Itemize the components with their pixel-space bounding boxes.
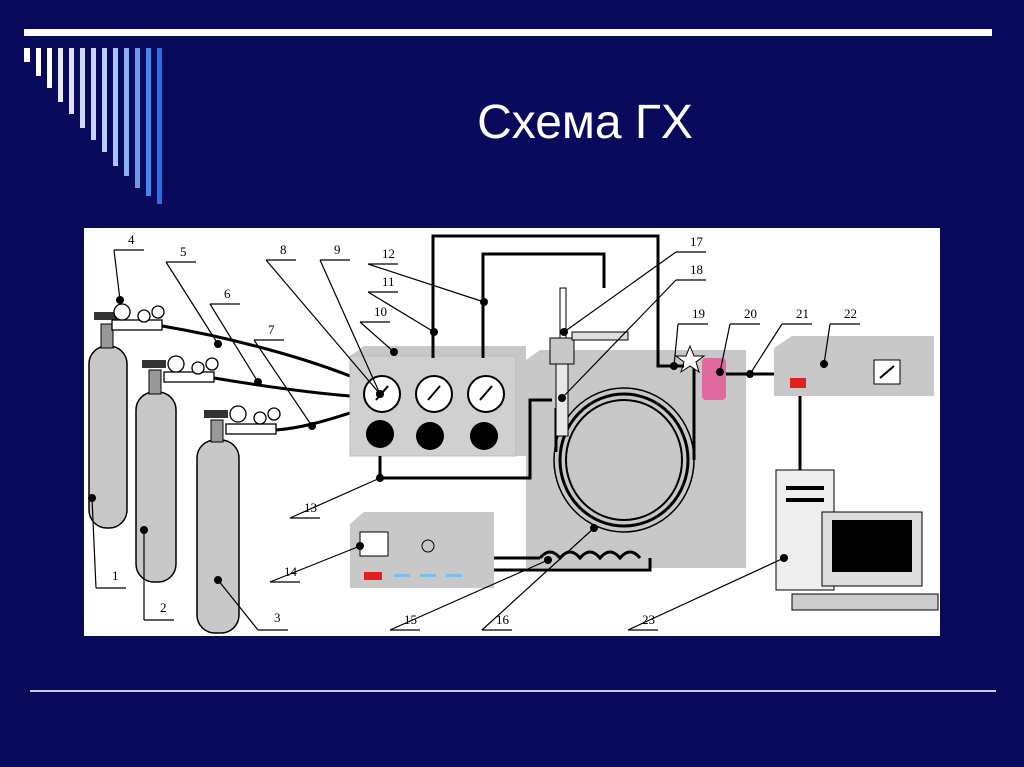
callout-13: 13	[289, 474, 384, 519]
callout-label-2: 2	[160, 600, 167, 615]
callout-11: 11	[367, 274, 438, 336]
callout-22: 22	[820, 306, 860, 368]
callout-9: 9	[319, 242, 384, 398]
callout-label-7: 7	[268, 322, 275, 337]
callout-14: 14	[269, 542, 364, 583]
callout-label-9: 9	[334, 242, 341, 257]
callout-10: 10	[359, 304, 398, 356]
callout-label-14: 14	[284, 564, 298, 579]
gas-cylinder-2	[135, 360, 177, 583]
callout-4: 4	[113, 232, 144, 304]
callout-15: 15	[389, 556, 552, 631]
callout-label-12: 12	[382, 246, 395, 261]
callout-label-23: 23	[642, 612, 655, 627]
callout-7: 7	[253, 322, 316, 430]
column-thermostat	[526, 350, 746, 568]
gas-cylinder-1	[88, 312, 128, 529]
heater-coil	[538, 550, 642, 561]
temperature-controller	[350, 512, 494, 588]
callout-23: 23	[627, 554, 788, 631]
callout-21: 21	[746, 306, 812, 378]
bottom-rule	[30, 690, 996, 692]
callout-label-21: 21	[796, 306, 809, 321]
callout-label-1: 1	[112, 568, 119, 583]
callout-label-18: 18	[690, 262, 703, 277]
amplifier	[774, 336, 934, 396]
callout-label-15: 15	[404, 612, 417, 627]
callout-1: 1	[88, 494, 126, 589]
callout-16: 16	[481, 524, 598, 631]
slide-title: Схема ГХ	[477, 96, 693, 149]
callout-label-13: 13	[304, 500, 317, 515]
callout-18: 18	[558, 262, 706, 402]
callout-label-22: 22	[844, 306, 857, 321]
callout-label-11: 11	[382, 274, 395, 289]
callout-17: 17	[560, 234, 706, 336]
gas-cylinder-3	[196, 410, 240, 634]
callout-label-20: 20	[744, 306, 757, 321]
callout-label-8: 8	[280, 242, 287, 257]
computer	[775, 469, 939, 611]
gas-lines	[161, 324, 351, 432]
callout-20: 20	[716, 306, 760, 376]
callout-5: 5	[165, 244, 222, 348]
callout-label-6: 6	[224, 286, 231, 301]
callout-19: 19	[670, 306, 708, 370]
callout-label-19: 19	[692, 306, 705, 321]
callout-label-17: 17	[690, 234, 704, 249]
callout-12: 12	[367, 246, 488, 306]
carrier-lines	[378, 234, 802, 572]
callout-2: 2	[140, 526, 174, 621]
callout-label-3: 3	[274, 610, 281, 625]
callout-label-4: 4	[128, 232, 135, 247]
decorative-stripes	[24, 48, 162, 204]
gas-preparation-panel	[349, 346, 526, 457]
callout-3: 3	[214, 576, 288, 631]
callout-label-5: 5	[180, 244, 187, 259]
callout-label-10: 10	[374, 304, 387, 319]
callout-label-16: 16	[496, 612, 510, 627]
callout-6: 6	[209, 286, 262, 386]
top-rule	[24, 29, 992, 36]
